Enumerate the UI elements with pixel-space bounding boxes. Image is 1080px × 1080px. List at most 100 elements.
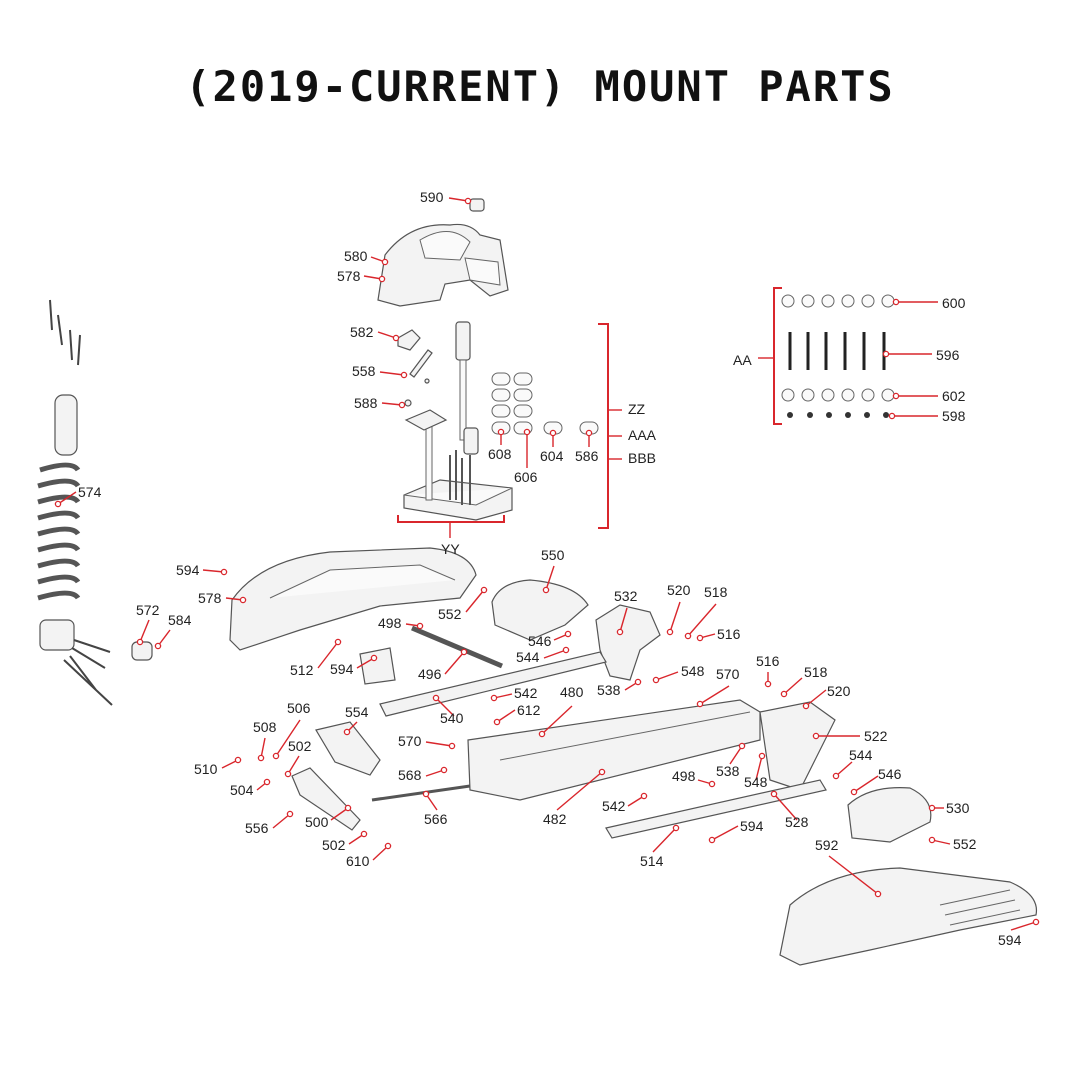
part-number-584: 584 xyxy=(168,612,192,628)
callout-dot xyxy=(616,628,624,636)
callout-dot xyxy=(284,770,292,778)
part-number-590: 590 xyxy=(420,189,444,205)
callout-dot xyxy=(440,766,448,774)
pin-part xyxy=(409,349,433,378)
zz-bracket xyxy=(598,323,622,529)
part-number-548: 548 xyxy=(681,663,705,679)
right-cap-part xyxy=(847,787,932,843)
callout-leader xyxy=(545,565,555,591)
part-number-578: 578 xyxy=(337,268,361,284)
part-number-566: 566 xyxy=(424,811,448,827)
callout-dot xyxy=(738,742,746,750)
part-number-510: 510 xyxy=(194,761,218,777)
part-number-482: 482 xyxy=(543,811,567,827)
part-number-610: 610 xyxy=(346,853,370,869)
callout-leader xyxy=(275,719,301,757)
callout-dot xyxy=(640,792,648,800)
callout-leader xyxy=(1010,921,1037,931)
callout-dot xyxy=(882,350,890,358)
group-label-aa: AA xyxy=(733,352,752,368)
part-number-546: 546 xyxy=(528,633,552,649)
part-number-540: 540 xyxy=(440,710,464,726)
callout-dot xyxy=(758,752,766,760)
part-number-500: 500 xyxy=(305,814,329,830)
part-number-570: 570 xyxy=(716,666,740,682)
callout-leader xyxy=(260,737,266,759)
callout-dot xyxy=(850,788,858,796)
callout-leader xyxy=(381,402,403,406)
callout-leader xyxy=(444,651,465,675)
part-number-542: 542 xyxy=(514,685,538,701)
callout-leader xyxy=(317,641,339,669)
clip-part xyxy=(397,329,421,351)
pivot-bracket-part xyxy=(595,604,661,681)
part-number-554: 554 xyxy=(345,704,369,720)
part-number-518: 518 xyxy=(804,664,828,680)
callout-dot xyxy=(490,694,498,702)
callout-dot xyxy=(378,275,386,283)
callout-dot xyxy=(652,676,660,684)
callout-dot xyxy=(432,694,440,702)
callout-leader xyxy=(783,677,803,695)
callout-leader xyxy=(330,807,349,821)
callout-leader xyxy=(372,845,389,861)
part-number-608: 608 xyxy=(488,446,512,462)
callout-leader xyxy=(655,671,679,681)
callout-leader xyxy=(435,697,455,717)
part-number-594: 594 xyxy=(998,932,1022,948)
part-number-522: 522 xyxy=(864,728,888,744)
callout-dot xyxy=(392,334,400,342)
plate-part xyxy=(359,647,396,685)
callout-leader xyxy=(619,607,628,633)
part-number-570: 570 xyxy=(398,733,422,749)
part-number-542: 542 xyxy=(602,798,626,814)
callout-dot xyxy=(802,702,810,710)
callout-dot xyxy=(493,718,501,726)
callout-leader xyxy=(465,589,485,613)
group-label-aaa: AAA xyxy=(628,427,657,443)
callout-leader xyxy=(729,745,743,765)
knob-part xyxy=(469,198,485,212)
part-number-544: 544 xyxy=(849,747,873,763)
callout-dot xyxy=(1032,918,1040,926)
part-number-592: 592 xyxy=(815,837,839,853)
callout-dot xyxy=(416,622,424,630)
callout-leader xyxy=(543,649,567,659)
part-number-588: 588 xyxy=(354,395,378,411)
main-rail-part xyxy=(467,699,761,801)
pin-rod-part xyxy=(411,625,503,669)
callout-leader xyxy=(853,775,879,793)
part-number-568: 568 xyxy=(398,767,422,783)
part-number-594: 594 xyxy=(176,562,200,578)
callout-dot xyxy=(634,678,642,686)
callout-dot xyxy=(708,836,716,844)
callout-leader xyxy=(711,825,739,841)
callout-leader xyxy=(57,491,77,505)
callout-leader xyxy=(687,603,717,637)
callout-dot xyxy=(480,586,488,594)
part-number-604: 604 xyxy=(540,448,564,464)
callout-leader xyxy=(356,657,375,669)
side-cover-right-part xyxy=(779,867,1038,966)
callout-leader xyxy=(652,827,677,853)
callout-leader xyxy=(139,619,150,643)
callout-dot xyxy=(343,728,351,736)
callout-dot xyxy=(770,790,778,798)
callout-leader xyxy=(425,741,453,747)
part-number-516: 516 xyxy=(756,653,780,669)
callout-dot xyxy=(928,804,936,812)
callout-dot xyxy=(562,646,570,654)
part-number-598: 598 xyxy=(942,408,966,424)
part-number-520: 520 xyxy=(827,683,851,699)
callout-dot xyxy=(666,628,674,636)
callout-dot xyxy=(422,790,430,798)
ball-part xyxy=(424,378,430,384)
part-number-580: 580 xyxy=(344,248,368,264)
side-plate-part xyxy=(759,701,836,791)
part-number-530: 530 xyxy=(946,800,970,816)
gear-segment-part xyxy=(491,579,589,641)
part-number-520: 520 xyxy=(667,582,691,598)
callout-dot xyxy=(672,824,680,832)
callout-leader xyxy=(835,761,853,777)
